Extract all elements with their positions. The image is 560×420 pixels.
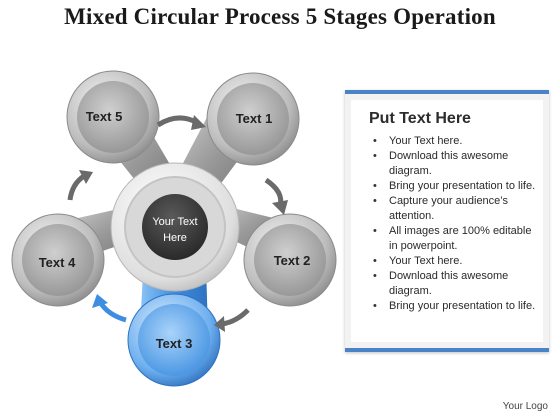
arrow-3-to-4-icon — [92, 294, 127, 323]
center-label-line2: Here — [163, 232, 187, 244]
node-text5: Text 5 — [66, 70, 160, 164]
text-panel: Put Text Here Your Text here. Download t… — [345, 90, 549, 352]
node-label-text1: Text 1 — [236, 111, 273, 126]
bullet-item: Capture your audience’s attention. — [361, 194, 537, 224]
center-hub: Your Text Here — [110, 162, 240, 292]
bullet-item: Download this awesome diagram. — [361, 269, 537, 299]
bullet-item: Download this awesome diagram. — [361, 149, 537, 179]
node-text2: Text 2 — [243, 213, 337, 307]
page-title: Mixed Circular Process 5 Stages Operatio… — [64, 4, 496, 29]
bullet-list: Your Text here. Download this awesome di… — [361, 134, 537, 314]
bullet-item: All images are 100% editable in powerpoi… — [361, 224, 537, 254]
text-panel-body: Put Text Here Your Text here. Download t… — [351, 100, 543, 342]
arrow-1-to-2-icon — [264, 177, 288, 215]
node-text1: Text 1 — [206, 72, 300, 166]
arrow-4-to-5-icon — [67, 170, 93, 201]
bullet-item: Your Text here. — [361, 134, 537, 149]
node-label-text4: Text 4 — [39, 255, 76, 270]
node-label-text2: Text 2 — [274, 253, 311, 268]
panel-heading: Put Text Here — [369, 110, 471, 127]
bullet-item: Your Text here. — [361, 254, 537, 269]
node-label-text5: Text 5 — [86, 109, 123, 124]
center-label-line1: Your Text — [152, 216, 197, 228]
arrow-5-to-1-icon — [156, 115, 206, 130]
bullet-item: Bring your presentation to life. — [361, 179, 537, 194]
logo-text: Your Logo — [502, 401, 548, 412]
node-text3: Text 3 — [127, 293, 221, 387]
node-label-text3: Text 3 — [156, 336, 193, 351]
node-text4: Text 4 — [11, 213, 105, 307]
bullet-item: Bring your presentation to life. — [361, 299, 537, 314]
arrow-2-to-3-icon — [214, 308, 250, 332]
